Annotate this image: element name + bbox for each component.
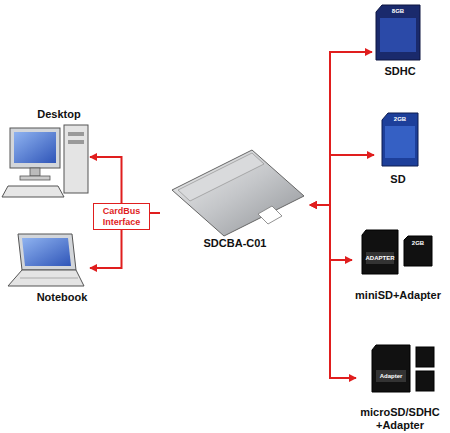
node-label: Notebook (37, 291, 88, 304)
card-print: Adapter (380, 373, 403, 379)
connector-arrow (310, 52, 372, 205)
node-label: microSD/SDHC +Adapter (356, 406, 444, 432)
connector-arrow (150, 212, 160, 214)
computer-node: Notebook (34, 232, 90, 304)
card-print: 2GB (394, 116, 406, 122)
node-label: Desktop (37, 108, 80, 121)
minisd-illustration (362, 230, 432, 274)
card-node: miniSD+Adapter (352, 226, 444, 302)
card-print: ADAPTER (365, 255, 394, 261)
interface-box: CardBus Interface (93, 203, 150, 230)
notebook-computer (8, 234, 84, 286)
microsd-illustration (372, 345, 434, 392)
card-node: microSD/SDHC +Adapter (356, 340, 444, 432)
card-node: SD (374, 110, 422, 186)
node-label: SDHC (384, 65, 415, 78)
cardbus-adapter-illustration (172, 150, 304, 236)
card-print: 8GB (392, 8, 404, 14)
node-label: SD (390, 173, 405, 186)
node-label: CardBus Interface (94, 206, 149, 228)
connector-arrow (310, 205, 356, 378)
computer-node: Desktop (28, 108, 90, 200)
connector-arrow (310, 155, 374, 205)
connector-arrow (90, 230, 122, 268)
desktop-computer (2, 125, 88, 197)
card-node: SDHC (372, 2, 428, 78)
sdhc-card-illustration (376, 5, 420, 60)
adapter-node: SDCBA-C01 (160, 150, 310, 250)
node-label: SDCBA-C01 (204, 237, 267, 250)
connector-arrow (90, 157, 122, 203)
node-label: miniSD+Adapter (355, 289, 441, 302)
sd-card-illustration (382, 113, 418, 166)
card-print: 2GB (412, 240, 424, 246)
